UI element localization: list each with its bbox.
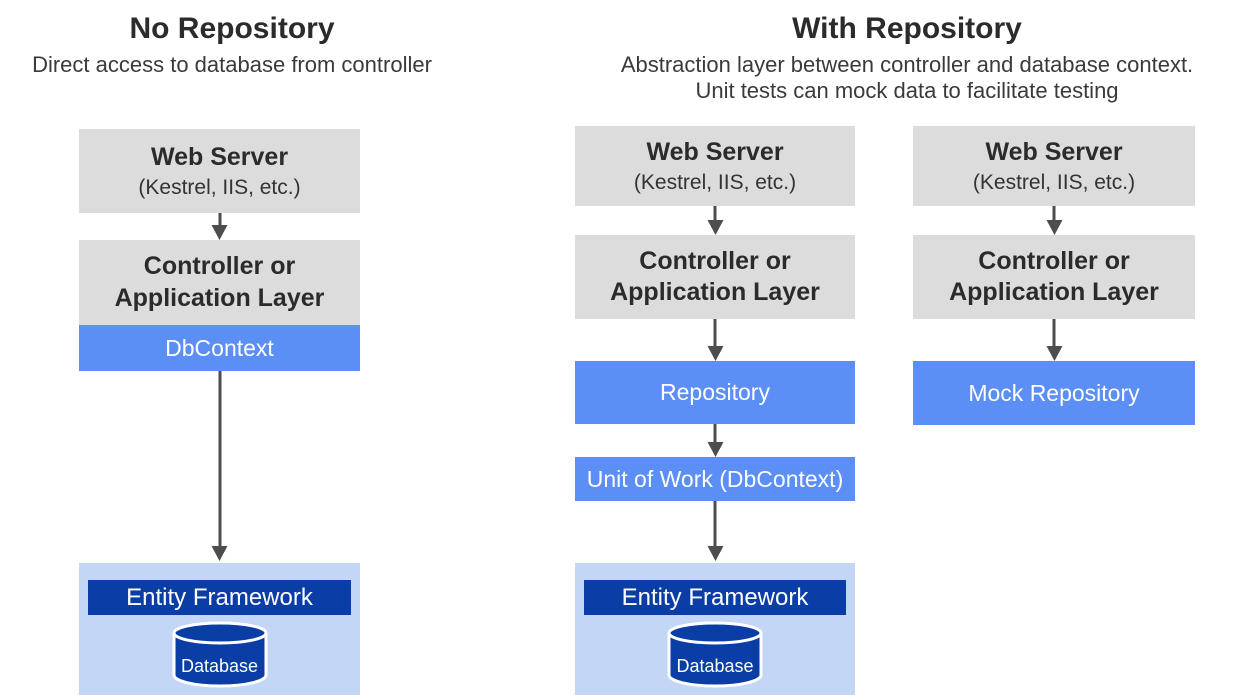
web-server-box: Web Server (Kestrel, IIS, etc.) bbox=[575, 126, 855, 206]
section-header-with-repository: With Repository Abstraction layer betwee… bbox=[580, 12, 1234, 104]
dbcontext-label: DbContext bbox=[165, 334, 274, 361]
controller-line1: Controller or bbox=[978, 246, 1130, 275]
controller-line1: Controller or bbox=[143, 252, 296, 281]
web-server-subtitle: (Kestrel, IIS, etc.) bbox=[633, 170, 797, 194]
web-server-box: Web Server (Kestrel, IIS, etc.) bbox=[79, 129, 360, 213]
controller-box: Controller or Application Layer bbox=[575, 235, 855, 319]
entity-framework-box: Entity Framework Database bbox=[575, 563, 855, 695]
column-mock-repository: Web Server (Kestrel, IIS, etc.) Controll… bbox=[913, 0, 1195, 698]
flow-arrow-icon bbox=[1046, 319, 1063, 361]
database-cylinder-icon: Database bbox=[171, 621, 269, 689]
web-server-title: Web Server bbox=[150, 143, 289, 172]
flow-arrow-icon bbox=[1046, 206, 1063, 235]
section-title-no-repository: No Repository bbox=[129, 12, 335, 45]
flow-arrow-icon bbox=[707, 424, 724, 457]
entity-framework-label-bar: Entity Framework bbox=[88, 580, 351, 615]
database-label: Database bbox=[676, 656, 754, 676]
controller-line1: Controller or bbox=[639, 246, 791, 275]
controller-line2: Application Layer bbox=[949, 278, 1159, 306]
mock-repository-box: Mock Repository bbox=[913, 361, 1195, 425]
controller-box: Controller or Application Layer bbox=[79, 240, 360, 325]
repository-label: Repository bbox=[660, 379, 770, 405]
entity-framework-label-bar: Entity Framework bbox=[584, 580, 846, 615]
repository-box: Repository bbox=[575, 361, 855, 424]
dbcontext-box: DbContext bbox=[79, 325, 360, 371]
controller-line2: Application Layer bbox=[114, 283, 325, 312]
unit-of-work-label: Unit of Work (DbContext) bbox=[586, 465, 844, 492]
flow-arrow-icon bbox=[707, 206, 724, 235]
section-subtitle-no-repository: Direct access to database from controlle… bbox=[32, 51, 432, 77]
section-subtitle-with-repository: Abstraction layer between controller and… bbox=[620, 51, 1194, 103]
mock-repository-label: Mock Repository bbox=[968, 379, 1140, 406]
flow-arrow-icon bbox=[211, 213, 228, 240]
controller-box: Controller or Application Layer bbox=[913, 235, 1195, 319]
web-server-box: Web Server (Kestrel, IIS, etc.) bbox=[913, 126, 1195, 206]
controller-line2: Application Layer bbox=[610, 278, 820, 306]
entity-framework-box: Entity Framework Database bbox=[79, 563, 360, 695]
web-server-title: Web Server bbox=[985, 138, 1123, 167]
column-with-repository: Web Server (Kestrel, IIS, etc.) Controll… bbox=[575, 0, 855, 698]
flow-arrow-icon bbox=[707, 319, 724, 361]
entity-framework-label: Entity Framework bbox=[621, 583, 809, 611]
section-title-with-repository: With Repository bbox=[792, 12, 1022, 45]
entity-framework-label: Entity Framework bbox=[126, 583, 313, 611]
web-server-subtitle: (Kestrel, IIS, etc.) bbox=[138, 175, 301, 199]
web-server-title: Web Server bbox=[646, 138, 784, 167]
flow-arrow-icon bbox=[707, 501, 724, 561]
column-no-repository: Web Server (Kestrel, IIS, etc.) Controll… bbox=[79, 0, 360, 698]
section-header-no-repository: No Repository Direct access to database … bbox=[0, 12, 464, 78]
web-server-subtitle: (Kestrel, IIS, etc.) bbox=[972, 170, 1136, 194]
database-label: Database bbox=[180, 656, 259, 676]
database-cylinder-icon: Database bbox=[666, 621, 764, 689]
unit-of-work-box: Unit of Work (DbContext) bbox=[575, 457, 855, 501]
flow-arrow-icon bbox=[211, 371, 228, 561]
